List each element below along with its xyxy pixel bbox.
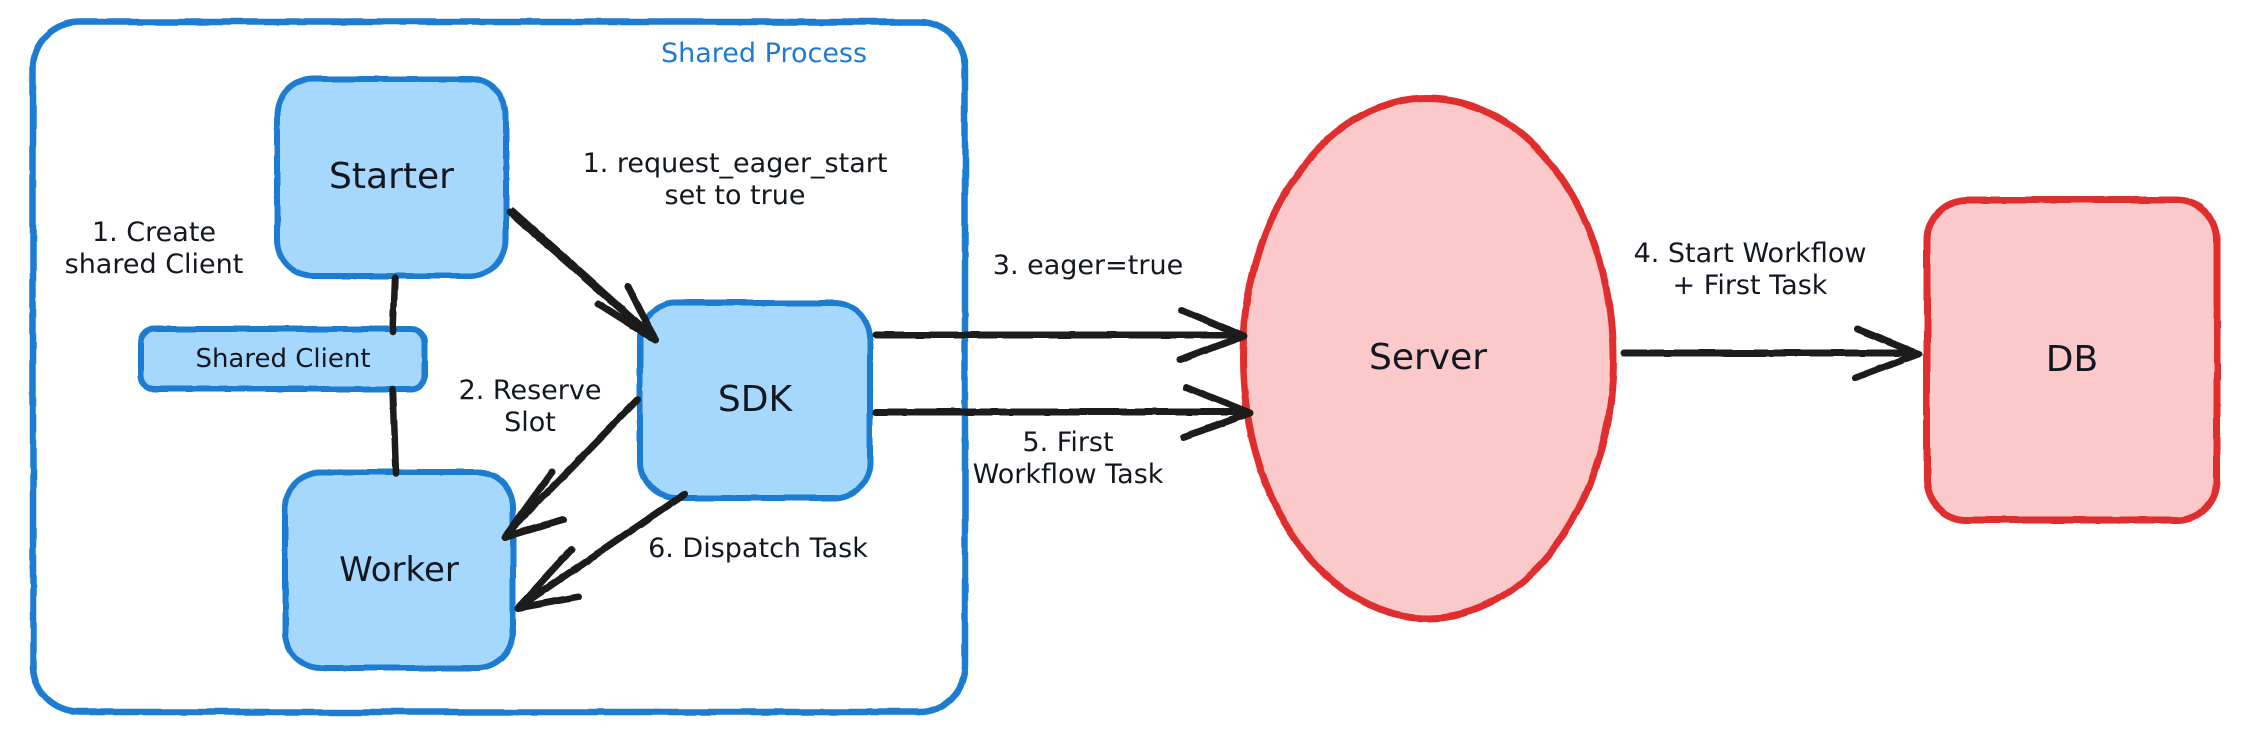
node-worker-shape[interactable]: [282, 469, 516, 671]
edge-label-dispatch-task: 6. Dispatch Task: [648, 533, 868, 564]
node-db-shape[interactable]: [1923, 196, 2221, 524]
edge-label-reserve-slot: 2. Reserve Slot: [458, 375, 602, 439]
node-server-shape[interactable]: [1239, 94, 1617, 622]
edge-label-start-workflow-first-task: 4. Start Workflow + First Task: [1633, 238, 1867, 302]
edge-starter-shared-client: [389, 274, 399, 336]
shared-process-container: [29, 18, 969, 716]
edge-starter-sdk-arrowhead: [594, 282, 659, 344]
edge-label-eager-true: 3. eager=true: [992, 250, 1184, 281]
edge-sdk-worker-dispatch: [518, 490, 689, 609]
edge-starter-sdk-second-stroke: [511, 207, 650, 332]
edge-label-create-shared-client: 1. Create shared Client: [64, 217, 244, 281]
edge-label-first-workflow-task: 5. First Workflow Task: [972, 427, 1164, 491]
edge-server-db-arrowhead: [1851, 325, 1923, 382]
edge-sdk-server-firsttask-arrowhead: [1180, 383, 1254, 441]
edge-label-request-eager-start: 1. request_eager_start set to true: [582, 148, 888, 212]
edge-sdk-worker-reserve-arrowhead: [501, 468, 567, 541]
shared-process-title: Shared Process: [661, 38, 868, 69]
node-shared-client-shape[interactable]: [138, 326, 428, 392]
edge-sdk-worker-dispatch-arrowhead: [514, 545, 582, 612]
edge-sdk-worker-reserve: [504, 396, 641, 537]
edge-shared-client-worker: [389, 385, 400, 478]
edge-sdk-server-eager-arrowhead: [1176, 306, 1248, 364]
node-sdk-shape[interactable]: [637, 300, 873, 501]
node-starter-shape[interactable]: [274, 76, 509, 279]
edge-starter-sdk: [506, 208, 657, 342]
